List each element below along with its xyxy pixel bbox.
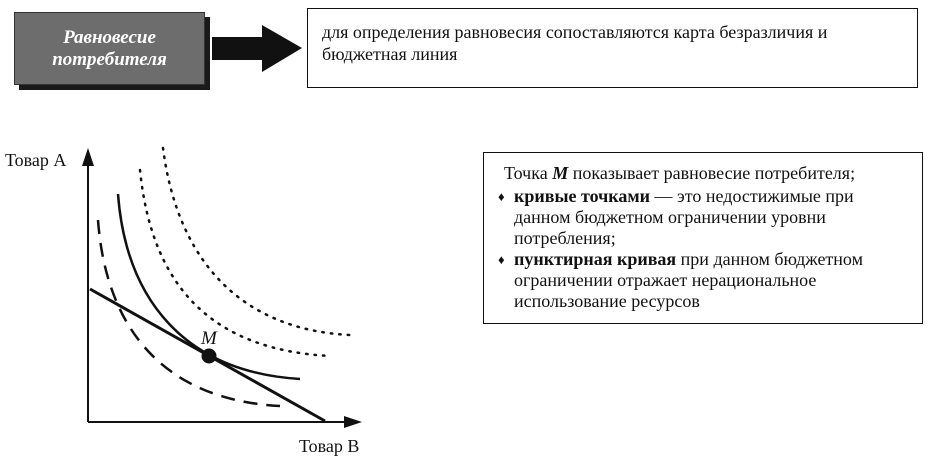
y-axis-label: Товар А — [5, 150, 67, 170]
notes-lead-point: M — [552, 163, 569, 183]
diamond-bullet-icon: ♦ — [498, 252, 505, 267]
term-label: Равновесие потребителя — [52, 26, 167, 70]
notes-item: ♦ пунктирная кривая при данном бюджетном… — [498, 249, 908, 312]
definition-text: для определения равновесия сопоставляютс… — [322, 22, 828, 64]
definition-box: для определения равновесия сопоставляютс… — [307, 8, 918, 88]
indifference-curve-solid — [116, 193, 301, 381]
notes-item-rest: при данном бюджетном ограничении отражае… — [514, 249, 863, 311]
notes-item-text: кривые точками — это недостижимые при да… — [514, 186, 908, 249]
notes-item-bold: кривые точками — [514, 186, 651, 206]
connector-arrow-head — [212, 25, 302, 72]
notes-lead: Точка M показывает равновесие потребител… — [504, 163, 908, 184]
x-axis-label: Товар В — [299, 436, 360, 456]
equilibrium-point-label: M — [200, 328, 218, 349]
notes-item-bold: пунктирная кривая — [514, 249, 677, 269]
notes-item: ♦ кривые точками — это недостижимые при … — [498, 186, 908, 249]
term-box: Равновесие потребителя — [14, 12, 205, 85]
x-axis-arrowhead — [344, 416, 362, 428]
y-axis-arrowhead — [82, 148, 94, 166]
indifference-curve-dashed — [96, 219, 281, 408]
notes-lead-suffix: показывает равновесие потребителя; — [568, 163, 856, 183]
notes-lead-prefix: Точка — [504, 163, 553, 183]
equilibrium-point — [201, 348, 217, 364]
notes-box: Точка M показывает равновесие потребител… — [483, 152, 923, 324]
indifference-curve-dotted-2 — [161, 146, 352, 337]
notes-item-rest: — это недостижимые при данном бюджетном … — [514, 186, 854, 248]
diamond-bullet-icon: ♦ — [498, 189, 505, 204]
notes-item-text: пунктирная кривая при данном бюджетном о… — [514, 249, 908, 312]
indifference-curve-dotted-1 — [138, 168, 332, 358]
